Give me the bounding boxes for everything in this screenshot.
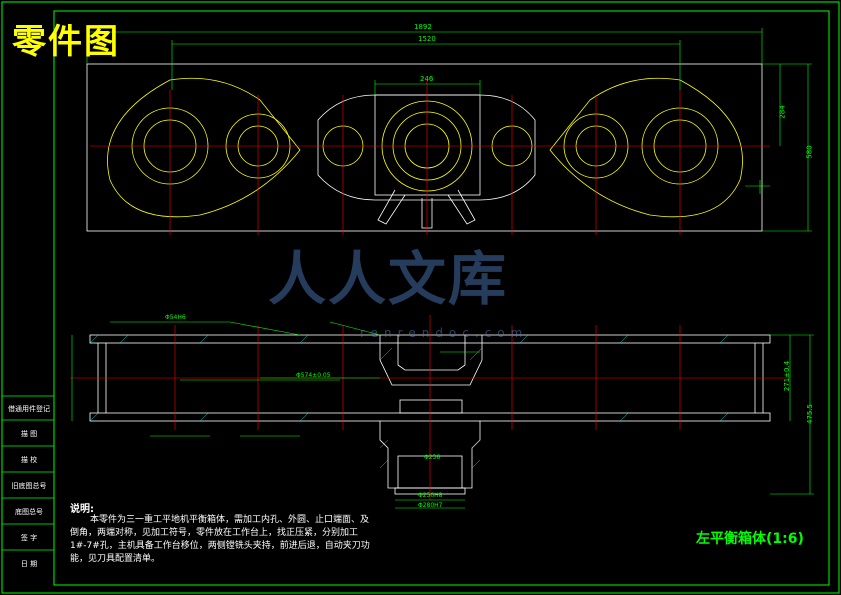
side-label-2: 描 校: [20, 456, 38, 464]
dim-right-total: 580: [805, 145, 814, 159]
right-lobe-outline: [549, 77, 743, 218]
left-lobe-outline: [107, 77, 301, 218]
dim-right-upper: 284: [778, 105, 787, 119]
side-label-5: 签 字: [20, 534, 38, 542]
watermark-sub: renrendoc.com: [360, 326, 529, 340]
top-view: [86, 28, 812, 235]
dim-hole-4: Φ250H8: [418, 492, 443, 499]
leg-left: [377, 189, 406, 225]
section-hatch: [89, 334, 729, 469]
note-body: 本零件为三一重工平地机平衡箱体，需加工内孔、外圆、止口端面、及倒角，两端对称，见…: [70, 515, 370, 564]
inner-border: [53, 10, 830, 586]
center-body-outline: [317, 94, 536, 201]
side-label-0: 借通用件登记: [8, 405, 50, 413]
dim-center: 246: [420, 75, 434, 83]
section-dims: [71, 321, 814, 509]
section-mid-plug: [399, 399, 463, 414]
side-label-3: 旧底图总号: [11, 482, 47, 490]
dim-hole-5: Φ280H7: [418, 502, 443, 509]
dim-hole-3: Φ236: [424, 454, 441, 461]
side-label-1: 描 图: [20, 430, 38, 438]
dim-section-height: 271±0.4: [783, 360, 792, 392]
drawing-title: 零件图: [12, 22, 120, 62]
top-view-envelope: [86, 63, 763, 232]
note-heading: 说明:: [70, 504, 94, 515]
watermark-logo: 人人文库: [268, 245, 509, 313]
section-center-bore: [397, 335, 466, 371]
section-center-boss: [379, 335, 483, 386]
side-table: [2, 395, 54, 551]
part-name: 左平衡箱体(1:6): [696, 531, 804, 547]
dim-section-total: 475.5: [806, 403, 815, 425]
center-boss: [374, 94, 481, 196]
section-centerlines: [70, 315, 790, 500]
dim-hole-2: Φ574±0.05: [296, 372, 331, 379]
dim-hole-1: Φ54H6: [165, 314, 186, 321]
side-label-6: 日 期: [20, 560, 38, 568]
leg-right: [447, 189, 476, 225]
dim-overall: 1892: [414, 23, 432, 31]
side-label-4: 底图总号: [15, 508, 43, 516]
dim-inner: 1520: [418, 35, 436, 43]
